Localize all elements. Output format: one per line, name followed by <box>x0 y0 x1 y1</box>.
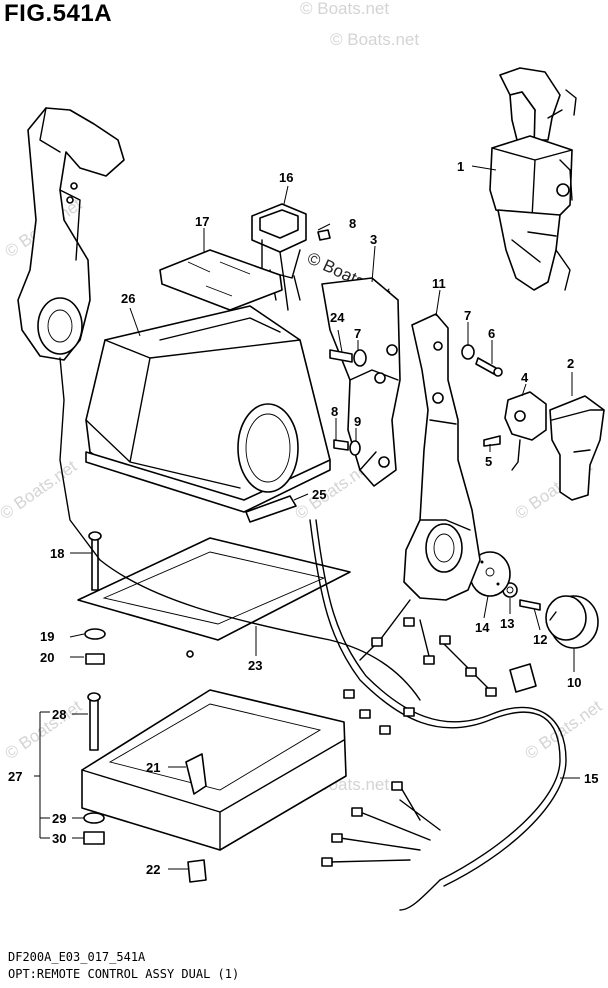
part-control-handle-assy <box>489 67 577 291</box>
part-screw-washer-set-a <box>461 344 503 447</box>
callout-1: 1 <box>457 159 464 174</box>
callout-9: 9 <box>354 414 361 429</box>
callout-16: 16 <box>279 170 293 185</box>
callout-15: 15 <box>584 771 598 786</box>
callout-7b: 7 <box>354 326 361 341</box>
connector-pins <box>321 617 497 867</box>
diagram-description: OPT:REMOTE CONTROL ASSY DUAL (1) <box>8 967 240 981</box>
callout-19: 19 <box>40 629 54 644</box>
callout-10: 10 <box>567 675 581 690</box>
callout-24: 24 <box>330 310 345 325</box>
callout-26: 26 <box>121 291 135 306</box>
callout-25: 25 <box>312 487 326 502</box>
callout-2: 2 <box>567 356 574 371</box>
callout-27: 27 <box>8 769 22 784</box>
part-wire-harness <box>99 519 567 911</box>
callout-20: 20 <box>40 650 54 665</box>
watermark: © Boats.net <box>330 30 419 49</box>
part-bracket <box>321 277 401 487</box>
leader-lines <box>34 165 580 870</box>
part-mounting-plate <box>159 249 283 311</box>
callout-6: 6 <box>488 326 495 341</box>
watermark: © Boats.net <box>1 696 85 763</box>
callout-7a: 7 <box>464 308 471 323</box>
callout-11: 11 <box>432 276 446 291</box>
callout-18: 18 <box>50 546 64 561</box>
callout-28: 28 <box>52 707 66 722</box>
callout-14: 14 <box>475 620 490 635</box>
part-switch-assy <box>504 391 547 471</box>
callout-17: 17 <box>195 214 209 229</box>
callout-4: 4 <box>521 370 529 385</box>
part-knob-and-fasteners <box>469 551 599 649</box>
callout-5: 5 <box>485 454 492 469</box>
figure-title: FIG.541A <box>4 0 113 27</box>
callout-12: 12 <box>533 632 547 647</box>
part-clip <box>245 495 297 523</box>
watermark: © Boats.net <box>521 696 605 763</box>
callout-22: 22 <box>146 862 160 877</box>
part-gasket <box>77 537 351 658</box>
part-rocker-switch <box>251 203 307 311</box>
callout-30: 30 <box>52 831 66 846</box>
callout-29: 29 <box>52 811 66 826</box>
part-base-housing <box>81 689 347 851</box>
watermark: © Boats.net <box>300 0 389 18</box>
part-screw-washer-set-b <box>317 229 367 456</box>
callout-21: 21 <box>146 760 160 775</box>
part-housing-cover <box>85 305 331 513</box>
part-control-lever-arm <box>403 313 481 601</box>
callout-8a: 8 <box>349 216 356 231</box>
part-cable-clamp <box>187 859 207 883</box>
callout-labels: 1 2 3 4 5 6 7 7 8 8 9 10 11 12 13 14 15 … <box>8 159 598 877</box>
callout-23: 23 <box>248 658 262 673</box>
part-handle-cover <box>549 395 605 501</box>
diagram-code: DF200A_E03_017_541A <box>8 950 146 964</box>
callout-3: 3 <box>370 232 377 247</box>
callout-8b: 8 <box>331 404 338 419</box>
part-throttle-handle <box>17 107 125 561</box>
callout-13: 13 <box>500 616 514 631</box>
